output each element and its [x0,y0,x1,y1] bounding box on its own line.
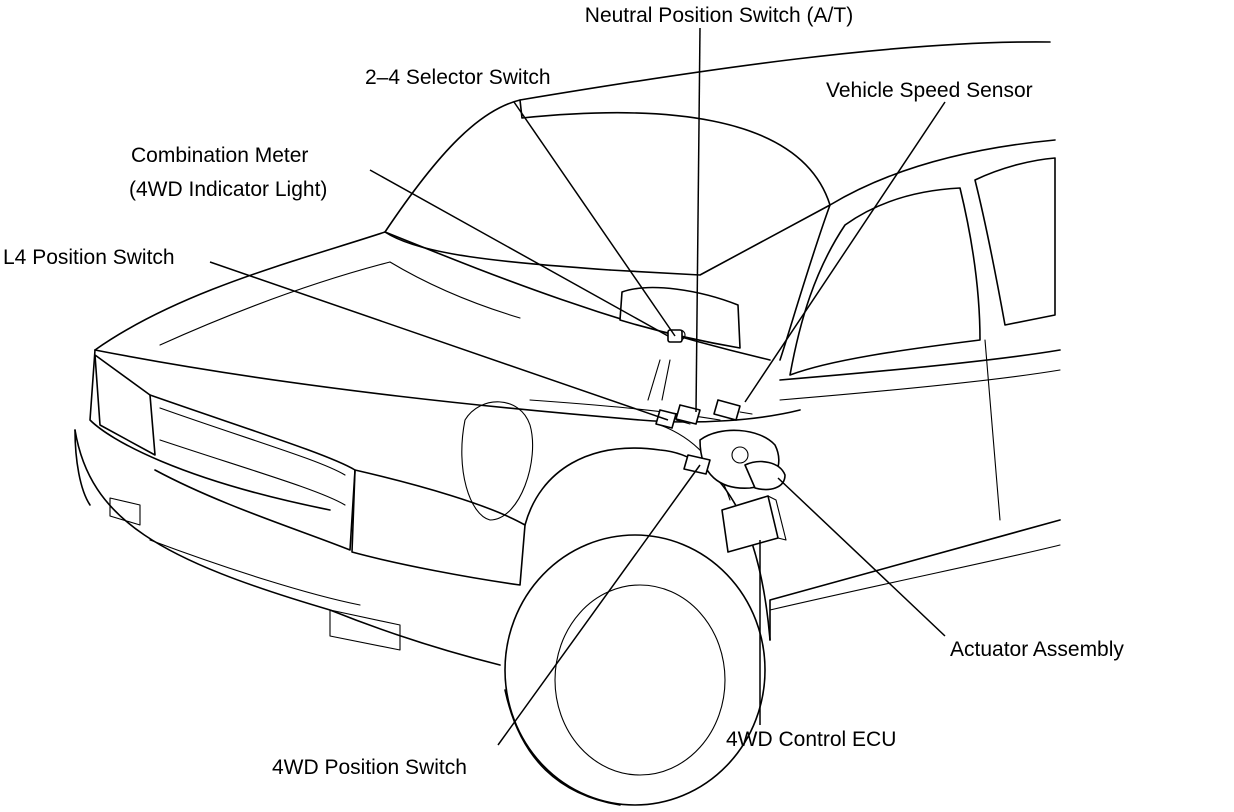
vehicle-speed-sensor-icon [713,399,753,421]
leader-position-switch [497,464,701,746]
leader-l4-position-switch [209,261,669,421]
label-control-ecu: 4WD Control ECU [726,728,896,751]
label-actuator-assembly: Actuator Assembly [950,638,1124,661]
leader-combination-meter [369,169,669,337]
leader-vehicle-speed-sensor [744,101,946,403]
label-position-switch: 4WD Position Switch [272,756,467,779]
leader-selector-switch [513,101,676,337]
label-combination-meter-line1: Combination Meter [131,144,308,167]
leader-neutral-position-switch [695,27,701,413]
neutral-position-switch-icon [675,404,701,425]
callout-labels: Neutral Position Switch (A/T) 2–4 Select… [3,4,1124,779]
label-neutral-position-switch: Neutral Position Switch (A/T) [585,4,853,27]
label-l4-position-switch: L4 Position Switch [3,246,175,269]
label-combination-meter-line2: (4WD Indicator Light) [129,178,327,201]
label-selector-switch: 2–4 Selector Switch [365,66,551,89]
position-switch-icon [683,454,711,475]
vehicle-outline [74,41,1061,806]
control-ecu-icon [721,495,787,553]
label-vehicle-speed-sensor: Vehicle Speed Sensor [826,79,1033,102]
leader-lines [209,27,946,746]
leader-actuator-assembly [777,477,946,637]
actuator-assembly-icon [744,460,786,491]
